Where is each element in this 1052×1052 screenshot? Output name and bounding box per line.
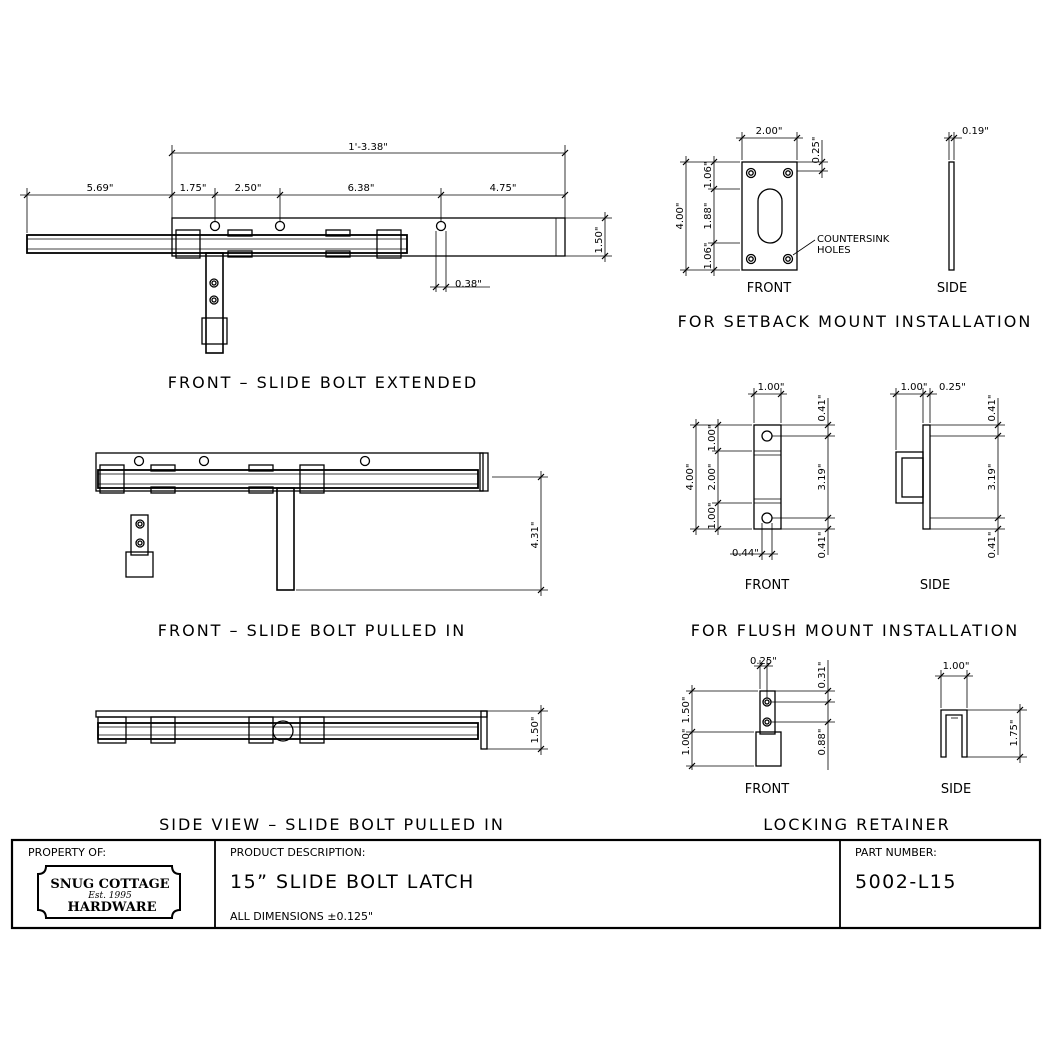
dim-first-hole: 1.75": [180, 183, 207, 194]
locking-side-dimensions: [935, 670, 1027, 763]
setback-front-view: [741, 161, 798, 271]
setback-side-view: [948, 161, 955, 271]
flush-side-view: [895, 424, 931, 530]
locking-side-dim-height: 1.75": [1009, 720, 1020, 747]
title-block: [10, 838, 1042, 930]
flush-dim-centers: 3.19": [817, 464, 828, 491]
flush-side-dim-gap: 0.25": [939, 382, 966, 393]
locking-side-view: [940, 709, 968, 758]
setback-dim-width: 2.00": [756, 126, 783, 137]
side-pulled-dimensions: [487, 705, 548, 755]
flush-dim-mid: 2.00": [707, 464, 718, 491]
dim-plate-height: 1.50": [594, 227, 605, 254]
caption-flush: FOR FLUSH MOUNT INSTALLATION: [691, 621, 1020, 640]
locking-front-label: FRONT: [745, 782, 789, 797]
flush-front-label: FRONT: [745, 578, 789, 593]
caption-front-pulled: FRONT – SLIDE BOLT PULLED IN: [158, 621, 466, 640]
flush-side-dimensions: [890, 388, 1005, 555]
flush-front-dimensions: [690, 388, 835, 560]
locking-dim-top: 0.31": [817, 662, 828, 689]
setback-front-label: FRONT: [747, 281, 791, 296]
side-pulled-view: [95, 710, 488, 750]
locking-dim-offset: 0.25": [750, 656, 777, 667]
flush-side-label: SIDE: [920, 578, 950, 593]
dim-hole-spacing-2: 6.38": [348, 183, 375, 194]
logo-line3: HARDWARE: [67, 900, 156, 915]
setback-note-line2: HOLES: [817, 245, 851, 256]
setback-note-line1: COUNTERSINK: [817, 234, 890, 245]
flush-side-dim-bottom: 0.41": [987, 532, 998, 559]
setback-side-dimensions: [944, 132, 962, 160]
caption-front-extended: FRONT – SLIDE BOLT EXTENDED: [168, 373, 478, 392]
flush-dim-bottom-offset: 0.41": [817, 532, 828, 559]
flush-dim-bottom: 1.00": [707, 503, 718, 530]
flush-dim-overall: 4.00": [685, 464, 696, 491]
property-label: PROPERTY OF:: [28, 846, 106, 859]
tolerance-note: ALL DIMENSIONS ±0.125": [230, 910, 373, 923]
setback-side-label: SIDE: [937, 281, 967, 296]
setback-dim-thickness: 0.19": [962, 126, 989, 137]
flush-dim-top-offset: 0.41": [817, 395, 828, 422]
locking-dim-bottom: 0.88": [817, 729, 828, 756]
caption-setback: FOR SETBACK MOUNT INSTALLATION: [678, 312, 1033, 331]
locking-side-dim-width: 1.00": [943, 661, 970, 672]
product-label: PRODUCT DESCRIPTION:: [230, 846, 366, 859]
part-number: 5002-L15: [855, 871, 957, 893]
setback-dim-overall: 4.00": [675, 203, 686, 230]
locking-front-dimensions: [686, 660, 835, 770]
flush-side-dim-centers: 3.19": [987, 464, 998, 491]
dim-handle-length: 4.31": [530, 522, 541, 549]
caption-locking: LOCKING RETAINER: [763, 815, 950, 834]
company-logo: SNUG COTTAGE Est. 1995 HARDWARE: [37, 865, 181, 919]
flush-dim-hole: 0.44": [732, 548, 759, 559]
flush-side-dim-top: 0.41": [987, 395, 998, 422]
setback-dim-bottom: 1.06": [703, 243, 714, 270]
front-pulled-view: [95, 452, 489, 591]
dim-hole-diameter: 0.38": [455, 279, 482, 290]
flush-front-view: [753, 424, 782, 530]
locking-side-label: SIDE: [941, 782, 971, 797]
caption-side-pulled: SIDE VIEW – SLIDE BOLT PULLED IN: [159, 815, 505, 834]
dim-side-height: 1.50": [530, 717, 541, 744]
setback-front-dimensions: [680, 132, 828, 276]
part-number-label: PART NUMBER:: [855, 846, 937, 859]
dim-hole-spacing-1: 2.50": [235, 183, 262, 194]
dim-end-spacing: 4.75": [490, 183, 517, 194]
setback-dim-mid: 1.88": [703, 203, 714, 230]
dim-overall-length: 1'-3.38": [348, 142, 388, 153]
setback-dim-top: 1.06": [703, 162, 714, 189]
setback-dim-slot: 0.25": [811, 137, 822, 164]
front-extended-view: [26, 217, 566, 354]
front-pulled-dimensions: [296, 471, 548, 596]
logo-line2: Est. 1995: [87, 891, 132, 901]
locking-dim-upper: 1.50": [681, 697, 692, 724]
logo-line1: SNUG COTTAGE: [50, 877, 169, 892]
product-description: 15” SLIDE BOLT LATCH: [230, 871, 475, 893]
front-extended-dimensions: [20, 145, 612, 292]
flush-dim-width: 1.00": [758, 382, 785, 393]
locking-dim-lower: 1.00": [681, 729, 692, 756]
flush-side-dim-width: 1.00": [901, 382, 928, 393]
flush-dim-top: 1.00": [707, 425, 718, 452]
dim-bolt-extension: 5.69": [87, 183, 114, 194]
